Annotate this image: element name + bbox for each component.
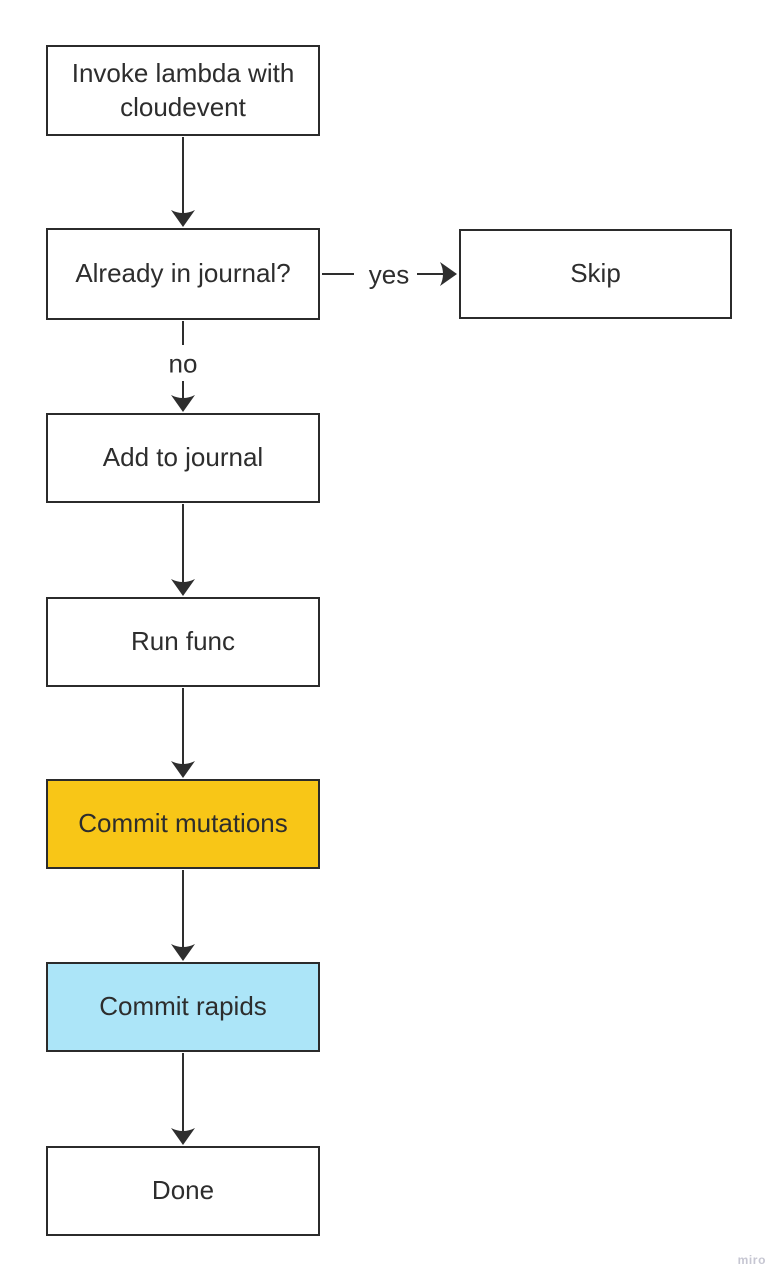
node-done[interactable]: Done [46,1146,320,1236]
arrowhead-down-icon [171,944,195,961]
arrowhead-down-icon [171,579,195,596]
node-run-func[interactable]: Run func [46,597,320,687]
miro-watermark[interactable]: miro [737,1253,766,1267]
arrowhead-right-icon [440,262,457,286]
arrowhead-down-icon [171,395,195,412]
arrowhead-down-icon [171,210,195,227]
node-skip[interactable]: Skip [459,229,732,319]
edge-label-yes: yes [366,259,412,291]
node-commit-mutations[interactable]: Commit mutations [46,779,320,869]
node-commit-rapids[interactable]: Commit rapids [46,962,320,1052]
node-already-in-journal[interactable]: Already in journal? [46,228,320,320]
node-invoke-lambda-with-cloudevent[interactable]: Invoke lambda with cloudevent [46,45,320,136]
node-add-to-journal[interactable]: Add to journal [46,413,320,503]
arrowhead-down-icon [171,761,195,778]
arrowhead-down-icon [171,1128,195,1145]
edge-label-no: no [166,348,200,380]
